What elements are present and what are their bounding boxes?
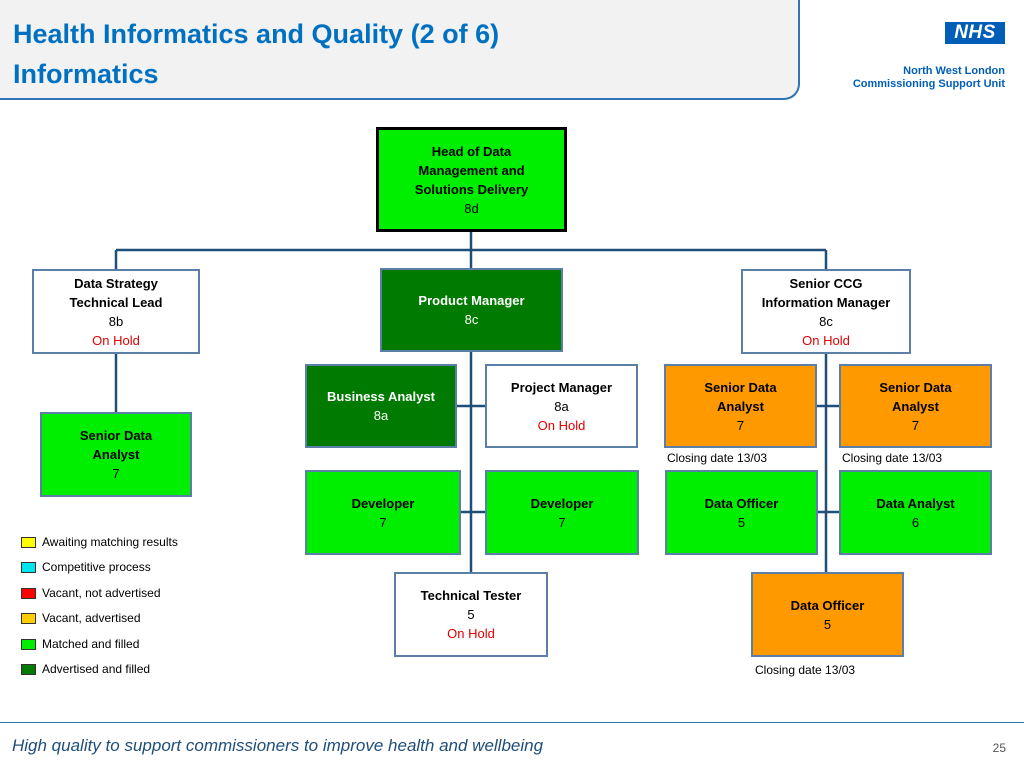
role-grade: 8c	[464, 312, 479, 327]
role-grade: 5	[467, 607, 475, 622]
legend-item: Matched and filled	[21, 637, 139, 651]
role-status: On Hold	[447, 626, 495, 641]
org-box-data-analyst: Data Analyst 6	[839, 470, 992, 555]
role-grade: 8b	[108, 313, 124, 329]
role-grade: 7	[558, 514, 566, 530]
legend-swatch	[21, 587, 36, 599]
title-line-1: Health Informatics and Quality (2 of 6)	[13, 19, 500, 49]
closing-date-note: Closing date 13/03	[667, 451, 768, 465]
header-panel: Health Informatics and Quality (2 of 6) …	[0, 0, 800, 100]
legend-label: Awaiting matching results	[42, 535, 178, 549]
role-name: Project Manager	[510, 379, 613, 395]
role-name: Data Analyst	[876, 495, 955, 511]
org-box-technical-tester: Technical Tester 5 On Hold	[394, 572, 548, 657]
role-name: Head of Data	[431, 143, 512, 159]
closing-date-note: Closing date 13/03	[755, 663, 856, 677]
closing-date-note: Closing date 13/03	[842, 451, 943, 465]
legend-swatch	[21, 638, 36, 650]
org-box-project-manager: Project Manager 8a On Hold	[485, 364, 638, 448]
role-name: Technical Lead	[69, 294, 163, 310]
org-box-head: Head of Data Management and Solutions De…	[376, 127, 567, 232]
role-status: On Hold	[537, 417, 586, 433]
role-name: Senior Data	[704, 379, 777, 395]
page-number: 25	[992, 741, 1006, 755]
role-name: Senior Data	[879, 379, 952, 395]
org-box-senior-data-analyst-1: Senior Data Analyst 7	[664, 364, 817, 448]
role-name: Product Manager	[418, 293, 525, 308]
org-box-developer-2: Developer 7	[485, 470, 639, 555]
legend-item: Competitive process	[21, 560, 151, 574]
footer-tagline: High quality to support commissioners to…	[12, 736, 544, 755]
role-grade: 7	[379, 514, 387, 530]
org-box-senior-ccg-info-manager: Senior CCG Information Manager 8c On Hol…	[741, 269, 911, 354]
org-box-developer-1: Developer 7	[305, 470, 461, 555]
role-name: Solutions Delivery	[414, 181, 529, 197]
org-box-data-strategy-lead: Data Strategy Technical Lead 8b On Hold	[32, 269, 200, 354]
org-box-product-manager: Product Manager 8c	[380, 268, 563, 352]
org-box-data-officer-2: Data Officer 5	[751, 572, 904, 657]
legend-label: Matched and filled	[42, 637, 140, 651]
legend-swatch	[21, 561, 36, 573]
nhs-logo: NHS	[945, 22, 1005, 44]
role-grade: 5	[737, 514, 746, 530]
role-name: Data Strategy	[74, 275, 158, 291]
legend-item: Vacant, not advertised	[21, 586, 161, 600]
role-status: On Hold	[92, 332, 140, 348]
role-name: Analyst	[717, 398, 764, 414]
role-name: Senior CCG	[789, 275, 863, 291]
role-name: Data Officer	[790, 597, 865, 613]
role-grade: 7	[911, 417, 920, 433]
role-name: Business Analyst	[327, 389, 435, 404]
legend-item: Vacant, advertised	[21, 611, 141, 625]
role-status: On Hold	[802, 332, 850, 348]
role-grade: 8c	[819, 313, 833, 329]
org-name-line-1: North West London	[903, 65, 1005, 77]
role-name: Technical Tester	[420, 588, 522, 603]
role-name: Data Officer	[704, 495, 779, 511]
role-grade: 6	[911, 514, 920, 530]
legend-swatch	[21, 612, 36, 624]
legend-label: Vacant, not advertised	[42, 586, 161, 600]
role-name: Analyst	[892, 398, 939, 414]
legend-label: Advertised and filled	[42, 662, 151, 676]
legend-label: Competitive process	[42, 560, 151, 574]
role-name: Developer	[351, 495, 415, 511]
role-name: Analyst	[92, 447, 140, 462]
org-name: North West London Commissioning Support …	[853, 65, 1005, 91]
role-grade: 8a	[373, 408, 389, 423]
legend-item: Advertised and filled	[21, 662, 150, 676]
role-grade: 7	[736, 417, 745, 433]
legend-swatch	[21, 536, 36, 548]
role-name: Information Manager	[761, 294, 891, 310]
role-grade: 5	[823, 616, 832, 632]
role-name: Management and	[418, 162, 525, 178]
role-grade: 8d	[464, 200, 479, 216]
org-box-senior-data-analyst-left: Senior Data Analyst 7	[40, 412, 192, 497]
role-grade: 7	[112, 466, 120, 481]
title-line-2: Informatics	[13, 59, 159, 89]
role-name: Senior Data	[79, 428, 153, 443]
page-title: Health Informatics and Quality (2 of 6) …	[13, 14, 499, 94]
legend-label: Vacant, advertised	[42, 611, 141, 625]
org-box-senior-data-analyst-2: Senior Data Analyst 7	[839, 364, 992, 448]
role-grade: 8a	[554, 398, 569, 414]
legend-swatch	[21, 663, 36, 675]
org-name-line-2: Commissioning Support Unit	[852, 78, 1005, 90]
legend-item: Awaiting matching results	[21, 535, 178, 549]
org-box-data-officer-1: Data Officer 5	[665, 470, 818, 555]
footer-divider	[0, 722, 1024, 723]
org-box-business-analyst: Business Analyst 8a	[305, 364, 457, 448]
role-name: Developer	[530, 495, 594, 511]
